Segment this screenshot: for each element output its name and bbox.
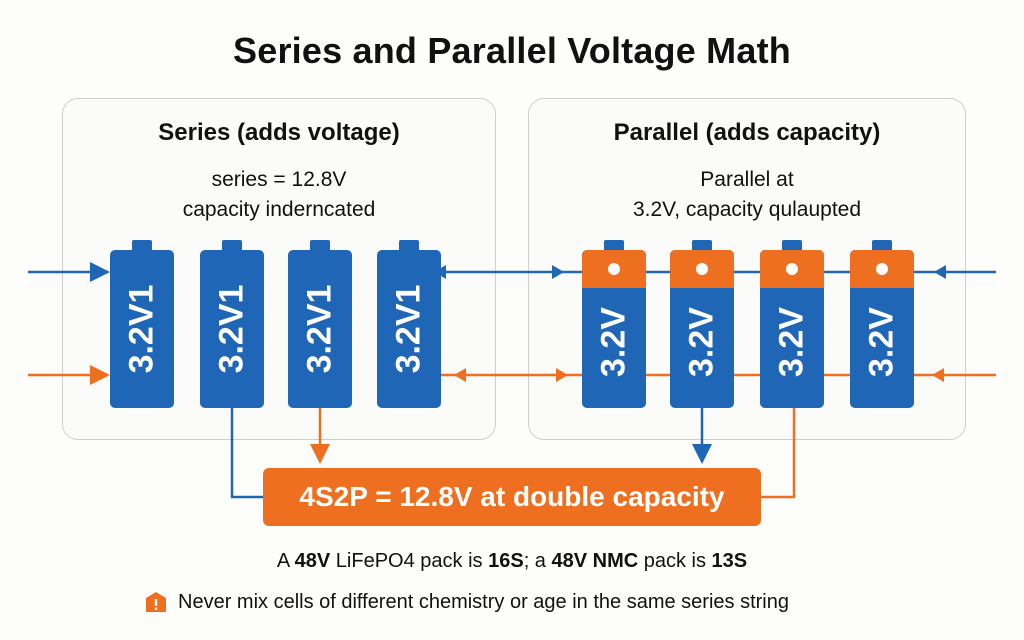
parallel-cell-4: 3.2V [850,240,914,408]
warning-icon [146,592,166,612]
page-title: Series and Parallel Voltage Math [233,30,791,71]
cell-label: 3.2V1 [212,284,251,374]
cell-label: 3.2V1 [389,284,428,374]
cell-cap [850,250,914,288]
parallel-cell-3: 3.2V [760,240,824,408]
blue-arrowhead-right [934,265,946,279]
series-cell-3: 3.2V1 [288,240,352,408]
series-line-1: series = 12.8V [211,168,347,191]
footnote-bold-2: 16S [488,550,524,572]
cell-label: 3.2V1 [122,284,161,374]
parallel-cell-1: 3.2V [582,240,646,408]
cell-terminal [872,240,892,252]
cell-label: 3.2V [772,306,811,377]
result-banner: 4S2P = 12.8V at double capacity [263,468,761,526]
cell-cap [582,250,646,288]
parallel-cell-2: 3.2V [670,240,734,408]
blue-arrowhead-parallel [552,265,564,279]
orange-lead-right [761,408,796,499]
cell-cap [760,250,824,288]
cell-terminal [310,240,330,252]
parallel-heading: Parallel (adds capacity) [613,119,881,146]
footnote-text-2: LiFePO4 pack is [330,550,489,572]
cell-cap-dot [608,263,620,275]
cell-terminal [399,240,419,252]
cell-label: 3.2V [862,306,901,377]
footnote-text-3: ; a [523,550,552,572]
series-cell-1: 3.2V1 [110,240,174,408]
cell-terminal [782,240,802,252]
cell-terminal [132,240,152,252]
cell-label: 3.2V [594,306,633,377]
footnote-text-4: pack is [638,550,712,572]
cell-label: 3.2V [682,306,721,377]
series-heading: Series (adds voltage) [158,119,400,146]
cell-cap-dot [786,263,798,275]
footnote: A 48V LiFePO4 pack is 16S; a 48V NMC pac… [0,550,1024,573]
footnote-bold-4: 13S [711,550,748,572]
series-cell-2: 3.2V1 [200,240,264,408]
orange-arrowhead-parallel [556,368,568,382]
cell-cap [670,250,734,288]
cell-terminal [604,240,624,252]
blue-lead-left [230,408,263,499]
cell-terminal [692,240,712,252]
series-line-2: capacity inderncated [182,198,376,221]
orange-arrowhead-right [932,368,944,382]
parallel-line-2: 3.2V, capacity qulaupted [632,198,862,221]
parallel-line-1: Parallel at [700,168,794,191]
cell-label: 3.2V1 [300,284,339,374]
footnote-bold-3: 48V NMC [551,550,639,572]
cell-terminal [222,240,242,252]
warning-text: Never mix cells of different chemistry o… [178,590,789,613]
orange-arrowhead-series [454,368,466,382]
footnote-text-1: A [276,550,295,572]
warning-row: Never mix cells of different chemistry o… [144,590,789,614]
series-cell-4: 3.2V1 [377,240,441,408]
cell-cap-dot [696,263,708,275]
footnote-bold-1: 48V [294,550,331,572]
cell-cap-dot [876,263,888,275]
